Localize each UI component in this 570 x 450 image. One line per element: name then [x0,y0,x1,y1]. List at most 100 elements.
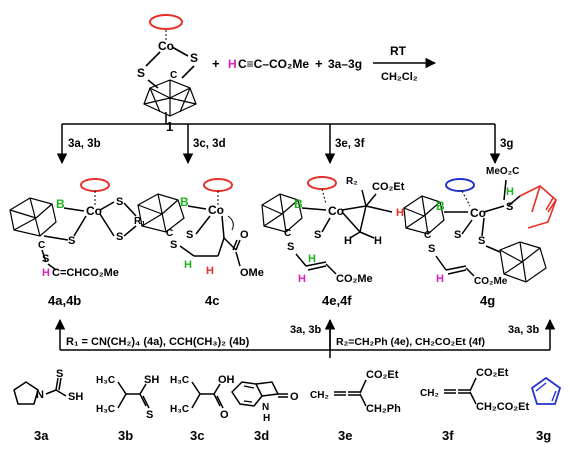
carborane-cage-icon [9,197,57,237]
atom-b: B [56,197,65,211]
ester-group: MeO₂C [486,166,519,177]
atom-c: C [38,240,45,251]
atom-r2: R₂ [346,176,358,187]
atom-s: S [287,241,294,253]
r2-definition: R₂=CH₂Ph (4e), CH₂CO₂Et (4f) [336,336,485,348]
atom-s: S [116,231,123,243]
product-4c: B Co S S C H H O OMe 4c [137,178,264,308]
reagent-3d: O N H 3d [231,381,299,443]
ester-group: CO₂Et [372,181,405,193]
atom-s: S [170,239,177,251]
atom-s: S [190,51,198,65]
reagent-3g: 3g [530,376,562,443]
plus-sign: + [212,56,220,71]
reagent-3e: CH₂ CO₂Et CH₂Ph 3e [310,369,401,443]
methylene-group: CH₂ [420,388,439,399]
reagent-range: 3a–3g [328,57,362,71]
atom-h: H [374,235,382,247]
reagent-label: 3a [34,428,49,443]
atom-s: S [478,235,485,247]
atom-c: C [170,70,177,81]
carborane-cage-icon [403,195,445,235]
ester-group: CO₂Et [366,369,399,381]
cp-ring-icon [149,14,183,30]
product-label: 4a,4b [48,293,81,308]
methyl-group: H₃C [170,404,189,415]
atom-co: Co [208,203,224,217]
ester-group: CO₂Me [474,276,508,287]
carborane-cage-icon [143,79,197,117]
reagent-label: 3g [536,428,551,443]
cp-ring-icon [445,178,475,192]
atom-h: H [298,273,306,285]
starting-complex-1: Co S S C 1 [137,14,198,134]
hydroxyl-group: OH [218,374,235,386]
atom-s: S [137,66,145,80]
atom-h: H [308,253,316,265]
atom-co: Co [86,204,102,218]
branch-label: 3a, 3b [508,324,539,336]
cp-ring-icon [203,178,233,192]
methyl-group: H₃C [96,404,115,415]
atom-h: H [396,207,404,219]
atom-co: Co [158,39,174,53]
branch-label: 3e, 3f [335,138,365,150]
atom-sh: SH [68,391,83,403]
condition-temperature: RT [390,44,407,58]
branch-arrows [56,112,501,165]
ester-group: CO₂Et [476,367,509,379]
product-4g: B Co S S S S C MeO₂C H H CO₂Me 4g [403,166,557,308]
atom-o: O [220,409,229,421]
atom-c: C [166,228,173,239]
atom-s: S [428,243,435,255]
condition-solvent: CH₂Cl₂ [381,71,418,83]
benzyl-group: CH₂Ph [366,403,401,415]
atom-s: S [56,368,63,380]
atom-s: S [186,229,193,241]
methyl-group: H₃C [96,375,115,386]
atom-h: H [42,267,50,279]
methoxy-group: OMe [240,267,264,279]
branch-label: 3c, 3d [193,138,226,150]
branch-label: 3a, 3b [68,138,101,150]
atom-h: H [344,235,352,247]
atom-c: C [424,230,431,241]
methyl-group: H₃C [170,375,189,386]
atom-s: S [506,201,513,213]
branch-label: 3a, 3b [290,324,321,336]
carborane-cage-icon [261,193,303,233]
atom-c: C [284,228,291,239]
reagent-3f: CH₂ CO₂Et CH₂CO₂Et 3f [420,367,530,443]
ester-group: CH₂CO₂Et [476,401,530,413]
carborane-cage-icon [499,241,547,283]
alkyne-formula: C≡C–CO₂Me [238,57,309,71]
atom-s: S [314,229,321,241]
reagent-label: 3c [190,428,204,443]
atom-co: Co [328,204,344,218]
norbornene-icon [519,185,557,229]
cyclopentadiene-icon [530,376,562,405]
reagent-label: 3e [338,428,352,443]
reagent-3c: H₃C H₃C OH O 3c [170,374,235,443]
chain-formula: C=CHCO₂Me [52,267,119,279]
atom-h: H [206,265,214,277]
reagent-label: 3d [254,428,269,443]
atom-s: S [68,235,75,247]
cp-ring-icon [80,178,110,192]
reagent-3b: H₃C H₃C SH S 3b [96,374,159,443]
branch-label: 3g [500,138,513,150]
atom-sh: SH [144,374,159,386]
atom-o: O [290,391,299,403]
atom-h: H [436,273,444,285]
product-label: 4e,4f [322,293,352,308]
atom-n: N [262,402,269,413]
ester-group: CO₂Me [336,273,373,285]
product-label: 4g [480,293,495,308]
atom-b: B [436,199,445,213]
atom-co: Co [470,206,486,220]
cp-ring-icon [307,176,337,190]
atom-s: S [116,196,123,208]
product-4a-4b: B Co S S R₁ S C S H C=CHCO₂Me 4a,4b [9,178,145,308]
methylene-group: CH₂ [310,390,329,401]
atom-o: O [240,229,249,241]
